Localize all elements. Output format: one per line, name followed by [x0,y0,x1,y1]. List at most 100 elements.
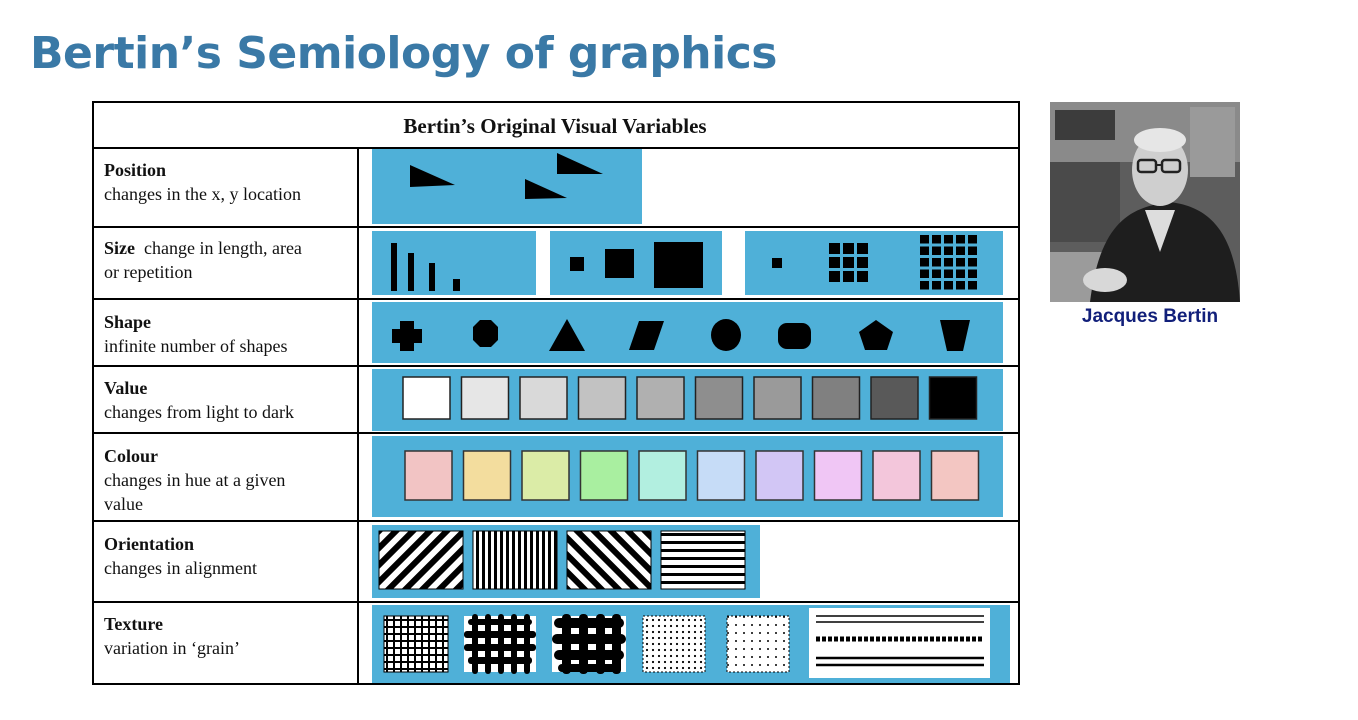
grid-cell [843,243,854,254]
grid-cell [968,269,977,278]
size-bar-4 [453,279,460,291]
grid-cell [920,246,929,255]
texture-fine-grid-swatch [383,615,449,673]
row-name-value: Value [104,378,147,398]
orientation-diagonal-up-swatch [566,530,652,590]
octagon-icon [473,320,498,347]
texture-coarse-grid-swatch [552,614,626,674]
grid-cell [857,243,868,254]
value-swatch [694,376,744,420]
row-label-value: Value changes from light to dark [104,378,294,422]
value-swatch [811,376,861,420]
size-bar-2 [408,253,414,291]
size-repeat-1 [772,258,782,268]
position-marker-3-icon [557,153,603,174]
colour-swatches [404,450,980,501]
row-name-size: Size [104,238,135,258]
row-desc-colour-line2: value [104,494,143,514]
rounded-hexagon-icon [778,323,811,349]
jacques-bertin-photo [1050,102,1240,302]
grid-cell [829,271,840,282]
row-desc-orientation: changes in alignment [104,558,257,578]
grid-cell [956,246,965,255]
grid-cell [956,258,965,267]
grid-cell [920,281,929,290]
colour-swatch [813,450,863,501]
row-label-size: Size change in length, area or repetitio… [104,238,306,282]
row-desc-colour-line1: changes in hue at a given [104,470,285,490]
grid-cell [968,258,977,267]
size-bar-1 [391,243,397,291]
size-square-medium [605,249,634,278]
orientation-horizontal-swatch [660,530,746,590]
size-square-large [654,242,703,288]
value-swatch [928,376,978,420]
texture-lines-swatch [809,608,990,678]
grid-cell [932,235,941,244]
pentagon-icon [859,320,893,350]
photo-caption: Jacques Bertin [1081,306,1219,327]
value-swatch [402,376,451,420]
grid-cell [857,257,868,268]
value-swatch [753,376,802,420]
circle-icon [711,319,741,351]
row-desc-texture: variation in ‘grain’ [104,638,240,658]
row-desc-size-line2: or repetition [104,262,192,282]
orientation-diagonal-down-swatch [378,530,464,590]
row-label-position: Position changes in the x, y location [104,160,301,204]
row-label-shape: Shape infinite number of shapes [104,312,287,356]
cross-icon [392,321,422,351]
grid-cell [944,269,953,278]
row-name-texture: Texture [104,614,163,634]
value-swatch [460,376,510,420]
colour-swatch [462,450,512,501]
slide-title: Bertin’s Semiology of graphics [30,28,778,79]
colour-swatch [930,450,980,501]
colour-swatch [638,450,687,501]
trapezoid-icon [940,320,970,351]
grid-cell [932,281,941,290]
texture-dense-dots-swatch [642,615,706,673]
size-square-small [570,257,584,271]
grid-cell [932,258,941,267]
colour-swatch [404,450,453,501]
row-name-colour: Colour [104,446,158,466]
row-name-shape: Shape [104,312,151,332]
value-swatches [402,376,978,420]
row-label-colour: Colour changes in hue at a given value [104,446,289,514]
grid-cell [944,246,953,255]
grid-cell [944,281,953,290]
value-swatch [577,376,627,420]
grid-cell [829,257,840,268]
position-marker-1-icon [410,165,455,187]
row-name-position: Position [104,160,166,180]
grid-cell [968,246,977,255]
grid-cell [956,269,965,278]
colour-swatch [696,450,746,501]
value-swatch [636,376,685,420]
visual-variables-table: Bertin’s Original Visual Variables Posit… [92,101,1020,685]
parallelogram-icon [629,321,664,350]
grid-cell [932,269,941,278]
value-swatch [870,376,919,420]
row-desc-shape: infinite number of shapes [104,336,287,356]
colour-swatch [579,450,629,501]
grid-cell [956,281,965,290]
grid-cell [932,246,941,255]
grid-cell [920,258,929,267]
table-title: Bertin’s Original Visual Variables [403,114,706,138]
grid-cell [829,243,840,254]
grid-cell [968,235,977,244]
grid-cell [968,281,977,290]
row-name-orientation: Orientation [104,534,194,554]
row-desc-position: changes in the x, y location [104,184,301,204]
row-desc-value: changes from light to dark [104,402,294,422]
orientation-vertical-swatch [472,530,558,590]
grid-cell [956,235,965,244]
row-label-texture: Texture variation in ‘grain’ [104,614,240,658]
grid-cell [944,235,953,244]
size-bar-3 [429,263,435,291]
grid-cell [843,257,854,268]
colour-swatch [755,450,804,501]
grid-cell [920,235,929,244]
